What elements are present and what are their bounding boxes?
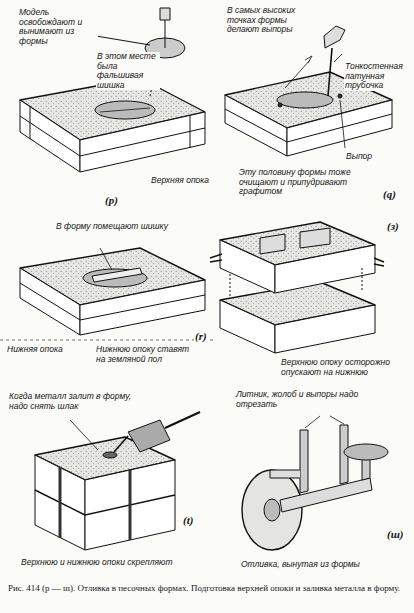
panel-letter: (q) — [382, 188, 397, 200]
flask-lower — [0, 248, 214, 340]
callout-text: Эту половину формы тоже очищают и припуд… — [238, 168, 368, 197]
callout-text: Выпор — [345, 152, 373, 162]
callout-text: Тонкостенная латунная трубочка — [344, 62, 410, 91]
figure-caption: Рис. 414 (р — ш). Отливка в песочных фор… — [8, 583, 406, 593]
callout-text: Верхняя опока — [150, 176, 212, 186]
flask-half — [225, 26, 392, 156]
callout-text: Нижняя опока — [6, 345, 68, 355]
callout-text: Нижнюю опоку ставят на земляной пол — [95, 345, 192, 364]
callout-text: В форму помещают шишку — [55, 222, 177, 232]
casting — [242, 416, 388, 550]
panel-letter: (r) — [194, 330, 208, 342]
panel-letter: (р) — [104, 194, 119, 206]
callout-text: В этом месте была фальшивая шишка — [96, 52, 160, 90]
flask-pouring — [35, 412, 200, 550]
callout-text: Когда металл залит в форму, надо снять ш… — [8, 392, 135, 411]
callout-text: Верхнюю и нижнюю опоки скрепляют — [20, 558, 192, 568]
panel-letter: (з) — [386, 220, 400, 232]
callout-text: Верхнюю опоку осторожно опускают на нижн… — [280, 358, 410, 377]
callout-text: Модель освобождают и вынимают из формы — [18, 8, 98, 46]
callout-text: Литник, жолоб и выпоры надо отрезать — [235, 390, 387, 409]
flask-assembly — [210, 222, 384, 353]
callout-text: В самых высоких точках формы делают выпо… — [226, 6, 312, 35]
callout-text: Отливка, вынутая из формы — [240, 560, 402, 570]
panel-letter: (ш) — [386, 528, 405, 540]
panel-letter: (t) — [182, 514, 194, 526]
